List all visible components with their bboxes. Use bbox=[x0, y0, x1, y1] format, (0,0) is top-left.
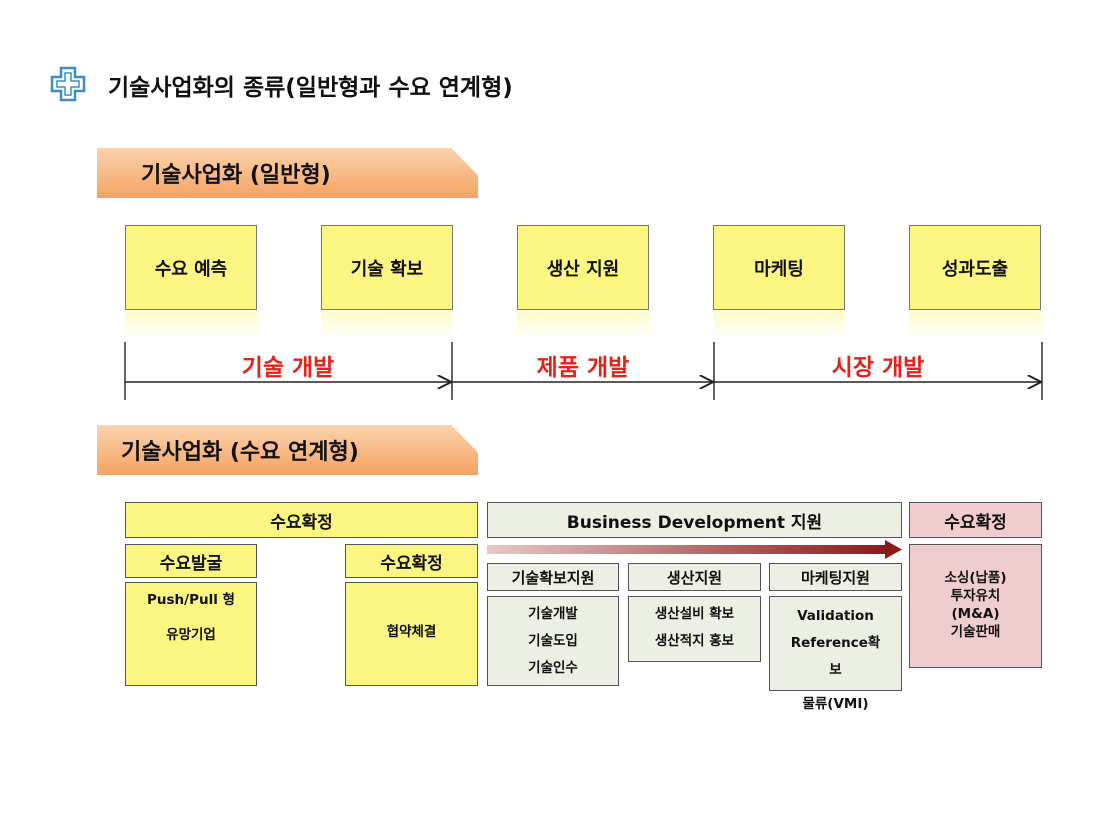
sub-label: 수요확정 bbox=[380, 553, 443, 574]
confirm-item: 협약체결 bbox=[386, 624, 437, 640]
marketing-extra-item: 물류(VMI) bbox=[802, 696, 869, 712]
sub-demand-discover: 수요발굴 bbox=[125, 544, 257, 578]
stage-label: 기술 확보 bbox=[350, 258, 424, 280]
stage-box: 기술 확보 bbox=[321, 225, 453, 310]
tech-item: 기술도입 bbox=[528, 633, 578, 649]
phase-label: 기술 개발 bbox=[241, 355, 335, 381]
header-label: 수요확정 bbox=[270, 512, 333, 533]
stage-reflection bbox=[517, 311, 649, 339]
demand-banner-label: 기술사업화 (수요 연계형) bbox=[121, 440, 359, 465]
header-demand-confirm: 수요확정 bbox=[125, 502, 478, 538]
right-item: (M&A) bbox=[951, 606, 1000, 622]
header-label: 수요확정 bbox=[944, 512, 1007, 533]
discover-item: Push/Pull 형 bbox=[147, 592, 235, 608]
sub-label: 생산지원 bbox=[666, 568, 723, 587]
tech-item: 기술개발 bbox=[528, 606, 578, 622]
general-banner-label: 기술사업화 (일반형) bbox=[141, 163, 331, 188]
stage-label: 수요 예측 bbox=[154, 258, 228, 280]
tech-item: 기술인수 bbox=[528, 660, 578, 676]
production-content: 생산설비 확보 생산적지 홍보 bbox=[628, 596, 761, 662]
demand-banner: 기술사업화 (수요 연계형) bbox=[97, 425, 478, 475]
bd-arrow-shaft bbox=[487, 545, 887, 554]
stage-box: 생산 지원 bbox=[517, 225, 649, 310]
discover-content: Push/Pull 형 유망기업 bbox=[125, 582, 257, 686]
right-item: 소싱(납품) bbox=[944, 570, 1007, 586]
stage-reflection bbox=[713, 311, 845, 339]
sub-tech-support: 기술확보지원 bbox=[487, 563, 619, 591]
right-item: 투자유치 bbox=[950, 588, 1001, 604]
marketing-item: 보 bbox=[829, 662, 842, 678]
header-business-development: Business Development 지원 bbox=[487, 502, 902, 538]
phase-label: 제품 개발 bbox=[536, 355, 630, 381]
sub-demand-confirm: 수요확정 bbox=[345, 544, 478, 578]
stage-label: 성과도출 bbox=[941, 258, 1009, 280]
production-item: 생산적지 홍보 bbox=[654, 633, 735, 649]
bd-arrow-head bbox=[885, 540, 902, 559]
stage-reflection bbox=[125, 311, 257, 339]
stage-label: 생산 지원 bbox=[546, 258, 620, 280]
sub-label: 마케팅지원 bbox=[800, 568, 870, 587]
stage-box: 수요 예측 bbox=[125, 225, 257, 310]
general-banner: 기술사업화 (일반형) bbox=[97, 148, 478, 198]
stage-box: 마케팅 bbox=[713, 225, 845, 310]
stage-reflection bbox=[321, 311, 453, 339]
marketing-item: Validation bbox=[797, 608, 874, 624]
stage-reflection bbox=[909, 311, 1041, 339]
phase-label: 시장 개발 bbox=[831, 355, 925, 381]
right-item: 기술판매 bbox=[950, 624, 1001, 640]
stage-box: 성과도출 bbox=[909, 225, 1041, 310]
tech-content: 기술개발 기술도입 기술인수 bbox=[487, 596, 619, 686]
sub-production-support: 생산지원 bbox=[628, 563, 761, 591]
header-demand-confirm-right: 수요확정 bbox=[909, 502, 1042, 538]
timeline-ticks bbox=[124, 342, 1043, 400]
discover-item: 유망기업 bbox=[166, 627, 216, 643]
sub-label: 수요발굴 bbox=[159, 553, 223, 574]
sub-label: 기술확보지원 bbox=[511, 568, 595, 587]
stage-label: 마케팅 bbox=[754, 258, 804, 280]
header-label: Business Development 지원 bbox=[566, 512, 823, 533]
sub-marketing-support: 마케팅지원 bbox=[769, 563, 902, 591]
marketing-item: Reference확 bbox=[790, 635, 881, 651]
confirm-content: 협약체결 bbox=[345, 582, 478, 686]
right-content: 소싱(납품) 투자유치 (M&A) 기술판매 bbox=[909, 544, 1042, 668]
marketing-content: Validation Reference확 보 bbox=[769, 596, 902, 691]
cross-outline-icon bbox=[48, 64, 88, 104]
production-item: 생산설비 확보 bbox=[654, 606, 735, 622]
page-title: 기술사업화의 종류(일반형과 수요 연계형) bbox=[108, 75, 513, 101]
